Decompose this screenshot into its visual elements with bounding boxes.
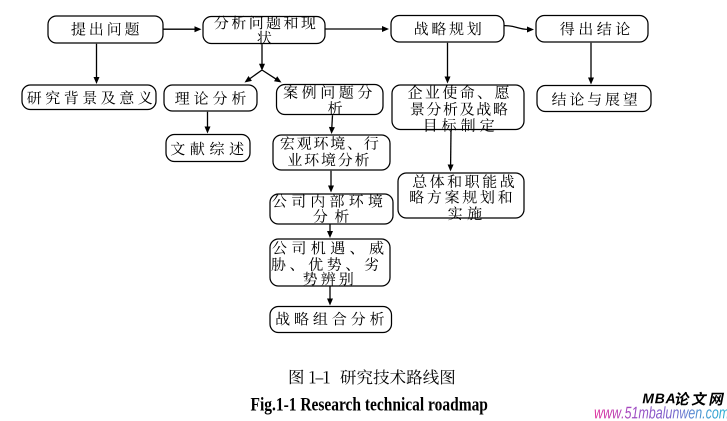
svg-text:Fig.1-1 Research technical roa: Fig.1-1 Research technical roadmap: [251, 394, 488, 415]
